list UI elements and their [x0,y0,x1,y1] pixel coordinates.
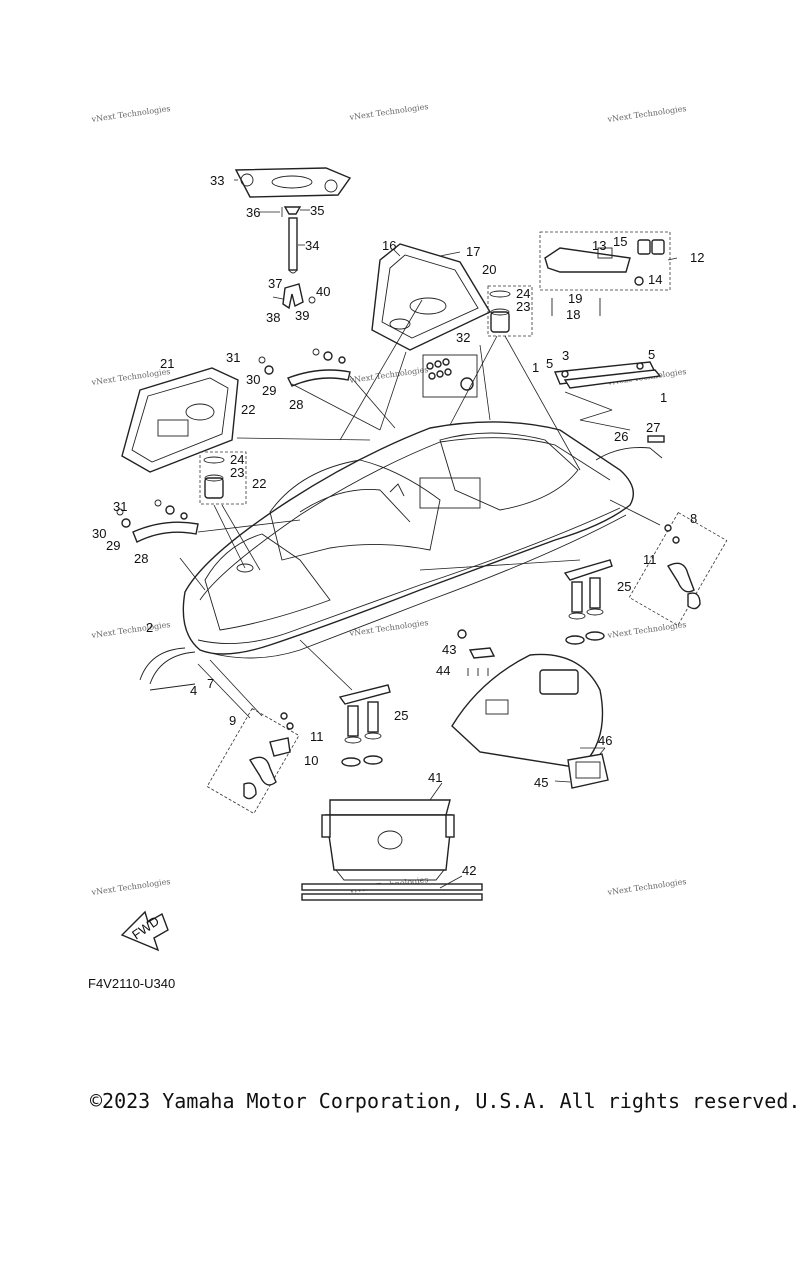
callout-20: 21 [160,356,174,371]
seat-rail [553,361,662,389]
callout-41: 41 [428,770,442,785]
callout-24b: 24 [230,452,244,467]
watermark: vNext Technologies [90,877,171,897]
callout-28b: 28 [134,551,148,566]
callout-29: 29 [262,383,276,398]
cup-holder-upper [487,285,533,337]
watermark: vNext Technologies [606,104,687,124]
callout-5b: 5 [546,356,553,371]
callout-7: 7 [207,676,214,691]
callout-30: 30 [246,372,260,387]
callout-23b: 23 [230,465,244,480]
callout-42: 42 [462,863,476,878]
watermark: vNext Technologies [606,877,687,897]
callout-44: 44 [436,663,450,678]
watermark: vNext Technologies [348,102,429,122]
callout-13: 13 [592,238,606,253]
callout-22: 20 [482,262,496,277]
callout-1b: 1 [660,390,667,405]
callout-23: 23 [516,299,530,314]
callout-3: 3 [562,348,569,363]
callout-37: 37 [268,276,282,291]
callout-45: 45 [534,775,548,790]
callout-30b: 30 [92,526,106,541]
fwd-arrow-icon: FWD [120,910,169,952]
pedestal-post [281,206,302,274]
boat-hull [182,421,634,659]
callout-31b: 31 [113,499,127,514]
callout-2: 2 [146,620,153,635]
callout-1: 1 [532,360,539,375]
callout-21: 22 [241,402,255,417]
seat-hinge-assembly [539,231,671,316]
callout-29b: 29 [106,538,120,553]
callout-12: 12 [690,250,704,265]
boat-parts-diagram: vNext Technologies vNext Technologies vN… [90,102,728,952]
callout-labels: 33 36 35 34 37 40 38 39 16 17 20 24 23 3… [92,173,704,878]
callout-19: 17 [466,244,480,259]
vent [567,753,609,789]
glove-box [121,367,239,473]
callout-5: 5 [648,347,655,362]
callout-28: 28 [289,397,303,412]
callout-9: 9 [229,713,236,728]
callout-25: 25 [617,579,631,594]
callout-18: 16 [382,238,396,253]
callout-24: 24 [516,286,530,301]
tow-eye-right [628,512,728,626]
copyright-notice: ©2023 Yamaha Motor Corporation, U.S.A. A… [90,1089,800,1113]
grab-handle-lower [116,499,199,543]
callout-14: 14 [648,272,662,287]
storage-bin [371,243,491,351]
callout-17: 19 [568,291,582,306]
cleat-bottom [338,684,391,767]
callout-16: 18 [566,307,580,322]
cooler [321,799,455,881]
grab-handle-upper [258,348,351,387]
watermark: vNext Technologies [90,620,171,640]
watermark: vNext Technologies [348,618,429,638]
antenna-wire [595,435,665,461]
callout-4: 4 [190,683,197,698]
callout-40: 40 [316,284,330,299]
callout-38: 38 [266,310,280,325]
callout-32: 32 [456,330,470,345]
callout-43: 43 [442,642,456,657]
tow-eye-left [206,707,300,815]
leader-lines [179,179,678,889]
callout-35: 35 [310,203,324,218]
watermark: vNext Technologies [348,365,429,385]
callout-39: 39 [295,308,309,323]
callout-25b: 25 [394,708,408,723]
callout-26: 26 [614,429,628,444]
callout-33: 33 [210,173,224,188]
rod [301,883,483,901]
watermark: vNext Technologies [606,620,687,640]
callout-22b: 22 [252,476,266,491]
callout-27: 27 [646,420,660,435]
cover-plate [234,167,352,198]
diagram-code: F4V2110-U340 [88,976,176,991]
post-bracket [272,283,316,310]
callout-8: 8 [690,511,697,526]
trim-strip [139,647,196,691]
watermark: vNext Technologies [90,104,171,124]
callout-46: 46 [598,733,612,748]
cleat-right [563,559,613,645]
callout-11b: 11 [310,729,324,744]
detail-inset [451,629,604,769]
cup-holder-lower [199,451,247,505]
switch-panel [422,354,478,398]
callout-15: 15 [613,234,627,249]
callout-10: 10 [304,753,318,768]
callout-36: 36 [246,205,260,220]
callout-34: 34 [305,238,319,253]
callout-11: 11 [643,552,657,567]
callout-31: 31 [226,350,240,365]
